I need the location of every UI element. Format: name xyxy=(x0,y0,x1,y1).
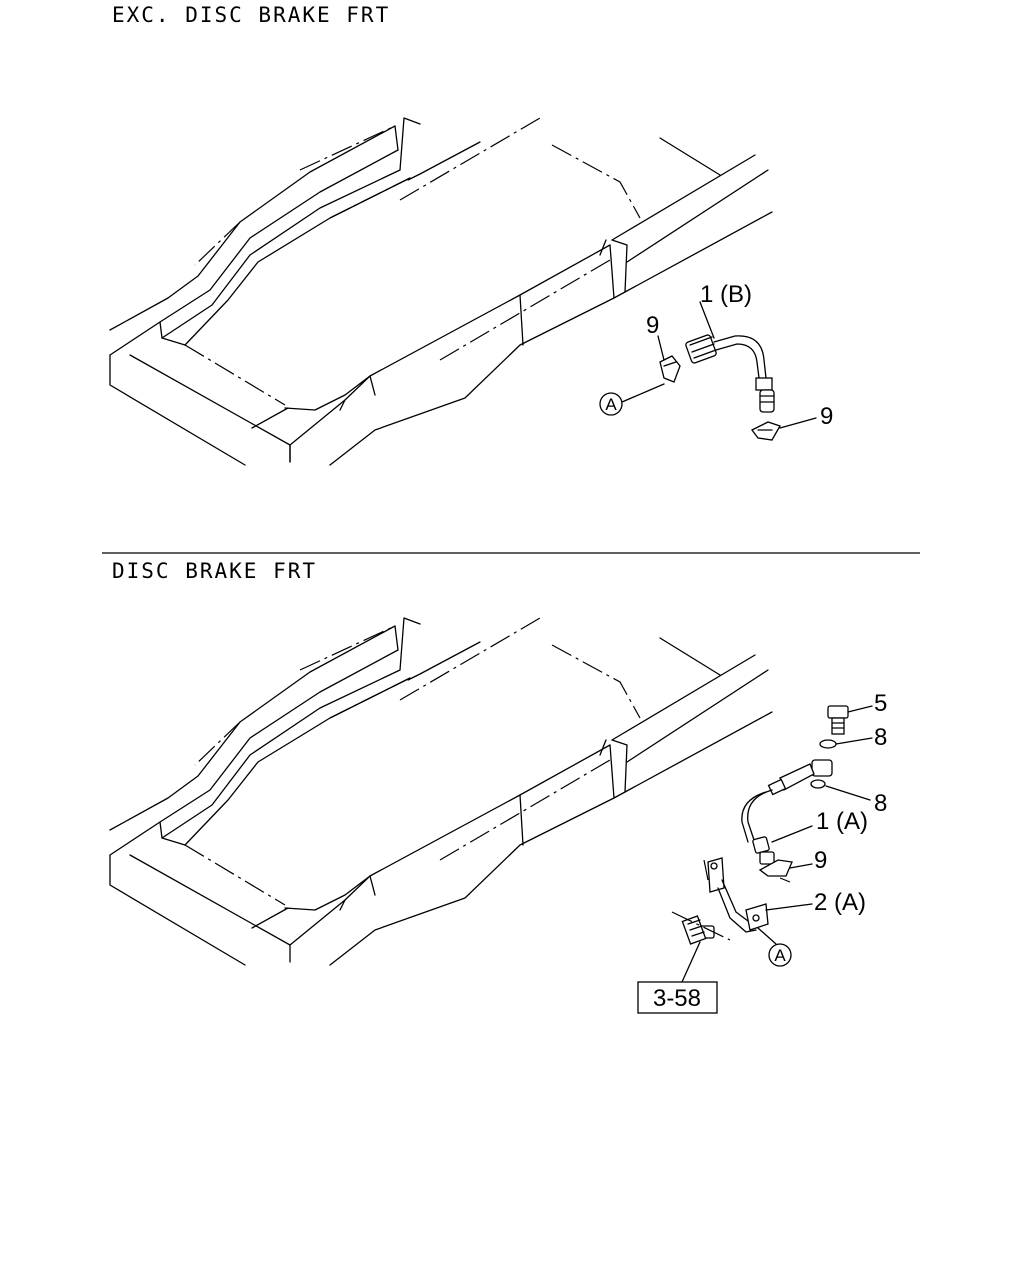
callout-9-bottom: 9 xyxy=(814,847,827,874)
callout-1a: 1 (A) xyxy=(816,808,868,835)
hose-fitting xyxy=(767,759,833,796)
bracket-2a xyxy=(707,857,769,933)
circle-a-bottom-label: A xyxy=(774,946,786,965)
reference-box-label: 3-58 xyxy=(653,985,701,1012)
circle-a-top-label: A xyxy=(605,395,617,414)
brake-hose-1b xyxy=(685,334,775,413)
circle-a-top xyxy=(599,392,623,416)
callout-8-upper: 8 xyxy=(874,724,887,751)
section-title-exc-disc-brake: EXC. DISC BRAKE FRT xyxy=(112,3,390,27)
clip-9-top-left xyxy=(659,355,681,383)
bolt-5 xyxy=(827,705,849,735)
clip-9-top-right xyxy=(751,421,781,441)
callout-8-lower: 8 xyxy=(874,790,887,817)
callout-5: 5 xyxy=(874,690,887,717)
washer-8-upper xyxy=(819,739,837,749)
reference-box xyxy=(637,981,718,1014)
bolt-lower xyxy=(681,915,715,945)
callout-9-right: 9 xyxy=(820,403,833,430)
circle-a-bottom xyxy=(768,943,792,967)
callout-2a: 2 (A) xyxy=(814,889,866,916)
clip-9-bottom xyxy=(758,859,793,877)
callout-1b: 1 (B) xyxy=(700,281,752,308)
section-title-disc-brake: DISC BRAKE FRT xyxy=(112,559,317,583)
callout-9-left: 9 xyxy=(646,312,659,339)
brake-hose-1a xyxy=(741,789,775,865)
frame-rail-drawing-bottom xyxy=(109,617,773,966)
frame-rail-drawing-top xyxy=(109,117,773,466)
washer-8-lower xyxy=(810,779,826,789)
